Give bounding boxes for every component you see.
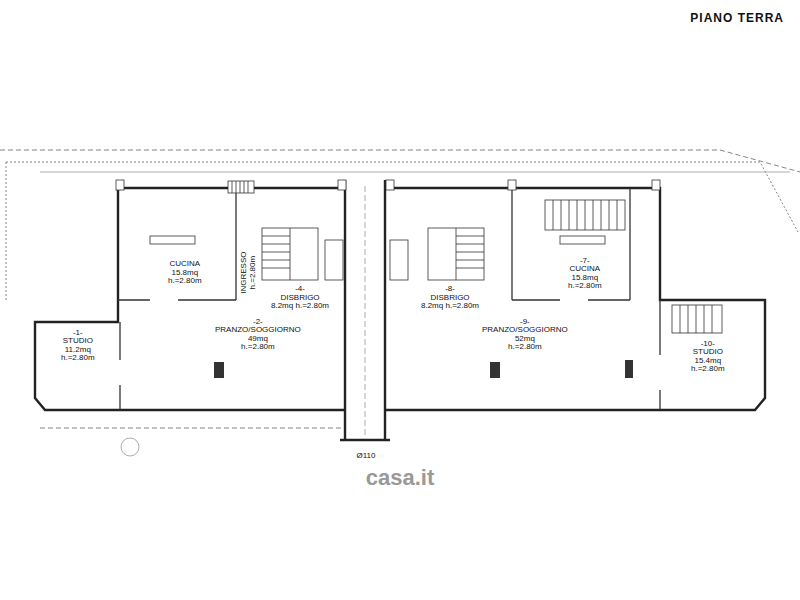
- room-text: 15.8mq: [168, 269, 202, 278]
- room-text: CUCINA: [168, 260, 202, 269]
- room-text: PRANZO/SOGGIORNO: [215, 326, 301, 335]
- inner-walls: [118, 188, 660, 410]
- site-boundary: [0, 150, 800, 428]
- boundary-line: [0, 150, 800, 172]
- column: [625, 360, 633, 378]
- room-text: 15.4mq: [691, 357, 725, 366]
- plan-title: PIANO TERRA: [690, 11, 784, 25]
- room-text: 8.2mq h.=2.80m: [421, 302, 479, 311]
- room-text: -2-: [215, 318, 301, 327]
- stair-steps: [680, 305, 712, 333]
- room-text: h.=2.80m: [215, 343, 301, 352]
- room-text: DISBRIGO: [271, 294, 329, 303]
- room-text: STUDIO: [61, 337, 95, 346]
- room-text: INGRESSO: [240, 251, 249, 293]
- stair-symbol: [428, 228, 484, 280]
- room-text: h.=2.80m: [568, 282, 602, 291]
- room-text: h.=2.80m: [482, 343, 568, 352]
- room-text: h.=2.80m: [249, 251, 258, 293]
- stair-steps: [553, 200, 617, 230]
- axis-line: [365, 186, 366, 436]
- wall: [385, 188, 765, 410]
- room-text: -7-: [568, 257, 602, 266]
- room-label: -10-STUDIO15.4mqh.=2.80m: [691, 340, 725, 375]
- flue-symbol: [508, 180, 516, 190]
- flue-symbol: [116, 180, 124, 190]
- wall: [659, 300, 660, 410]
- room-label: CUCINA15.8mqh.=2.80m: [168, 260, 202, 286]
- outer-walls: [35, 180, 765, 440]
- room-text: -10-: [691, 340, 725, 349]
- room-text: PRANZO/SOGGIORNO: [482, 326, 568, 335]
- dimension-label: Ø110: [357, 451, 376, 460]
- room-text: 15.8mq: [568, 274, 602, 283]
- manhole-symbol: [121, 438, 139, 456]
- room-label: -1-STUDIO11.2mqh.=2.80m: [61, 329, 95, 364]
- room-label: -8-DISBRIGO8.2mq h.=2.80m: [421, 285, 479, 311]
- flue-symbol: [386, 180, 394, 190]
- wall: [119, 322, 120, 410]
- wall: [512, 188, 630, 300]
- wall: [35, 188, 345, 410]
- column: [490, 362, 500, 378]
- room-text: CUCINA: [568, 265, 602, 274]
- stair-symbol: [545, 200, 625, 230]
- columns: [214, 360, 633, 378]
- stair-symbol: [672, 305, 722, 333]
- column: [214, 362, 224, 378]
- room-text: -8-: [421, 285, 479, 294]
- room-text: h.=2.80m: [168, 277, 202, 286]
- kitchen-counter: [560, 236, 605, 244]
- room-text: -4-: [271, 285, 329, 294]
- watermark: casa.it: [366, 465, 435, 491]
- room-label: INGRESSOh.=2.80m: [240, 251, 257, 293]
- dimension-lines: [40, 172, 790, 456]
- room-text: STUDIO: [691, 348, 725, 357]
- boundary-line: [6, 162, 798, 232]
- stair-steps: [262, 228, 290, 280]
- flue-symbol: [652, 180, 660, 190]
- room-label: -9-PRANZO/SOGGIORNO52mqh.=2.80m: [482, 318, 568, 353]
- room-text: h.=2.80m: [61, 354, 95, 363]
- stair-symbol: [390, 240, 408, 280]
- vent-grid-lines: [232, 181, 248, 193]
- vent-grid: [228, 181, 254, 193]
- fixtures: [116, 180, 660, 244]
- flue-symbol: [338, 180, 346, 190]
- stair-symbol: [262, 228, 318, 280]
- room-text: DISBRIGO: [421, 294, 479, 303]
- room-text: 49mq: [215, 335, 301, 344]
- boundary-line: [6, 162, 7, 300]
- room-text: -1-: [61, 329, 95, 338]
- wall: [118, 188, 236, 300]
- stairs: [262, 200, 722, 333]
- boundary-line: [40, 428, 345, 429]
- room-text: -9-: [482, 318, 568, 327]
- room-label: -2-PRANZO/SOGGIORNO49mqh.=2.80m: [215, 318, 301, 353]
- room-label: -4-DISBRIGO8.2mq h.=2.80m: [271, 285, 329, 311]
- dimension-line: [40, 172, 790, 173]
- stair-symbol: [325, 240, 343, 280]
- room-text: h.=2.80m: [691, 365, 725, 374]
- kitchen-counter: [150, 236, 195, 244]
- wall: [340, 180, 390, 440]
- room-text: 52mq: [482, 335, 568, 344]
- stair-steps: [456, 228, 484, 280]
- room-text: 8.2mq h.=2.80m: [271, 302, 329, 311]
- room-label: -7-CUCINA15.8mqh.=2.80m: [568, 257, 602, 292]
- room-text: 11.2mq: [61, 346, 95, 355]
